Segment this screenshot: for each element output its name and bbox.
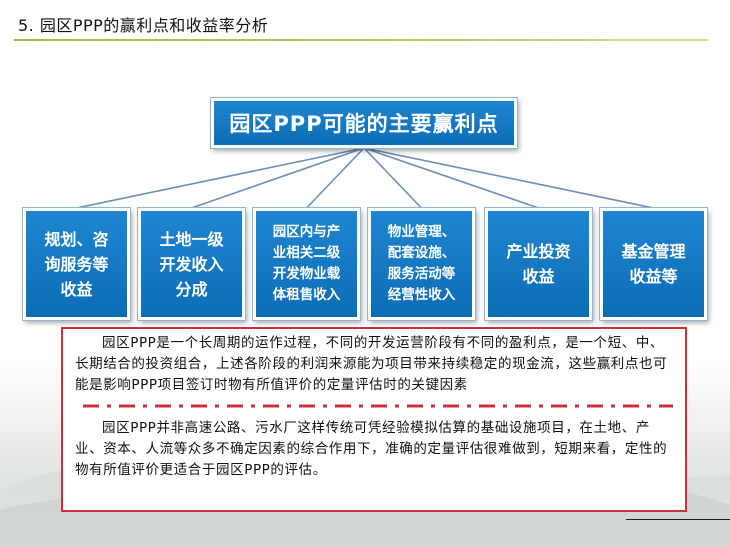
connector-line	[76, 147, 365, 209]
child-node-operations: 物业管理、 配套设施、 服务活动等 经营性收入	[368, 208, 475, 320]
child-line: 物业管理、	[387, 224, 456, 240]
notes-box: 园区PPP是一个长周期的运作过程，不同的开发运营阶段有不同的盈利点，是一个短、中…	[61, 327, 687, 512]
notes-paragraph-2: 园区PPP并非高速公路、污水厂这样传统可凭经验模拟估算的基础设施项目，在土地、产…	[75, 420, 668, 478]
child-node-fund-management: 基金管理 收益等	[600, 208, 707, 320]
child-line: 业相关二级	[272, 245, 341, 261]
child-line: 经营性收入	[387, 287, 456, 303]
notes-paragraph-1: 园区PPP是一个长周期的运作过程，不同的开发运营阶段有不同的盈利点，是一个短、中…	[75, 335, 668, 393]
connector-line	[363, 147, 654, 209]
child-line: 规划、咨	[44, 229, 109, 249]
child-line: 体租售收入	[272, 287, 341, 303]
child-line: 开发收入	[159, 254, 224, 274]
title-underline	[14, 39, 708, 41]
child-line: 土地一级	[159, 229, 224, 249]
child-line: 询服务等	[44, 254, 109, 274]
connector-line	[363, 147, 423, 209]
root-node-label: 园区PPP可能的主要赢利点	[229, 112, 499, 136]
child-node-property-rental: 园区内与产 业相关二级 开发物业载 体租售收入	[253, 208, 360, 320]
child-line: 收益等	[629, 267, 678, 286]
child-line: 收益	[522, 267, 555, 286]
child-line: 基金管理	[621, 242, 686, 261]
dash-dot-divider	[75, 400, 677, 412]
child-line: 产业投资	[506, 242, 571, 261]
child-line: 园区内与产	[272, 224, 341, 240]
child-line: 收益	[60, 279, 93, 299]
connector-line	[363, 147, 539, 209]
connector-line	[191, 147, 365, 209]
child-node-industry-investment: 产业投资 收益	[485, 208, 592, 320]
child-line: 服务活动等	[387, 266, 456, 282]
child-node-land: 土地一级 开发收入 分成	[138, 208, 245, 320]
child-line: 配套设施、	[387, 245, 456, 261]
corner-line	[626, 519, 730, 520]
child-node-planning: 规划、咨 询服务等 收益	[23, 208, 130, 320]
child-line: 开发物业载	[272, 266, 341, 282]
child-line: 分成	[175, 279, 208, 299]
connector-line	[305, 147, 365, 209]
root-node: 园区PPP可能的主要赢利点	[211, 98, 517, 148]
slide-title: 5. 园区PPP的赢利点和收益率分析	[18, 16, 269, 35]
